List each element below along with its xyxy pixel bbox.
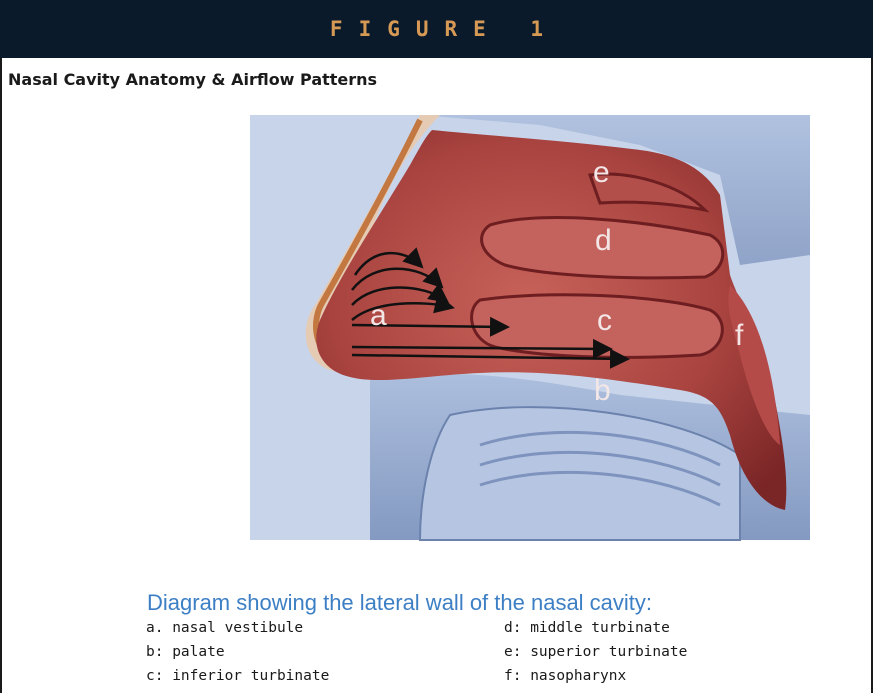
legend-item-c: c: inferior turbinate bbox=[146, 668, 329, 684]
label-d: d bbox=[595, 224, 612, 257]
label-f: f bbox=[735, 319, 744, 352]
figure-banner: FIGURE 1 bbox=[0, 0, 873, 58]
diagram-caption-title: Diagram showing the lateral wall of the … bbox=[147, 590, 652, 616]
nasal-cavity-diagram: a b c d e f bbox=[120, 115, 810, 583]
legend-item-b: b: palate bbox=[146, 644, 225, 660]
nasal-cavity-illustration: a b c d e f bbox=[120, 115, 810, 583]
legend-item-d: d: middle turbinate bbox=[504, 620, 670, 636]
figure-subtitle: Nasal Cavity Anatomy & Airflow Patterns bbox=[8, 70, 377, 89]
label-a: a bbox=[370, 299, 387, 332]
label-b: b bbox=[594, 374, 611, 407]
legend-item-f: f: nasopharynx bbox=[504, 668, 626, 684]
label-c: c bbox=[597, 304, 612, 337]
banner-title: FIGURE 1 bbox=[314, 17, 559, 41]
label-e: e bbox=[593, 156, 610, 189]
legend-item-a: a. nasal vestibule bbox=[146, 620, 303, 636]
legend-item-e: e: superior turbinate bbox=[504, 644, 687, 660]
